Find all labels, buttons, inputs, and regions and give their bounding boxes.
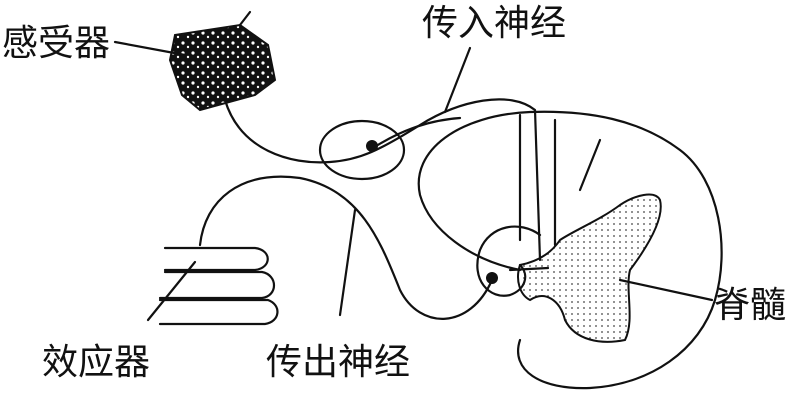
afferent-branch [368,116,462,152]
label-receptor: 感受器 [2,23,111,64]
receptor-leader-line [113,40,187,57]
efferent-leader-line [338,208,357,317]
motor-neuron-cell-body [486,272,498,284]
spinal-cord-outline [417,110,723,390]
afferent-nerve [223,98,542,262]
gray-matter [517,193,662,343]
ganglion [318,119,406,181]
ganglion-cell-body [366,140,378,152]
spinal-cord-leader-line [618,278,714,302]
effector [146,246,279,326]
interneuron-loop [476,225,542,297]
efferent-nerve [198,175,494,320]
dorsal-line [578,138,602,192]
receptor [113,10,277,112]
synapse-line [508,266,550,272]
receptor-tip [238,10,252,27]
label-spinal-cord: 脊髓 [714,285,787,326]
afferent-leader-line [443,46,472,114]
effector-leader-line [146,260,197,322]
label-effector: 效应器 [42,342,151,383]
label-efferent-nerve: 传出神经 [266,342,411,383]
label-afferent-nerve: 传入神经 [422,3,567,44]
